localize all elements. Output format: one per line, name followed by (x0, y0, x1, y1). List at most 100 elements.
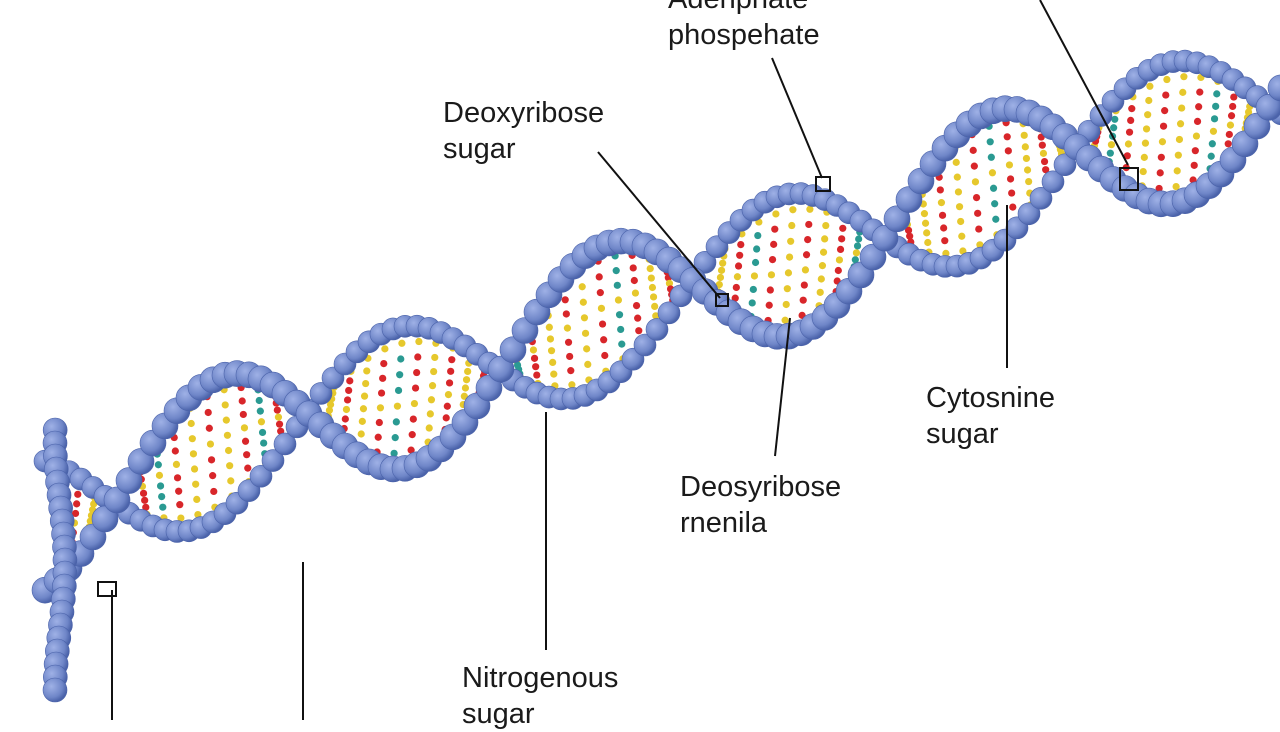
base-pair-segment (1213, 90, 1221, 98)
base-pair-segment (532, 363, 540, 371)
base-pair-segment (567, 367, 575, 375)
base-pair-segment (957, 217, 965, 226)
base-pair-segment (1190, 161, 1198, 169)
base-pair-segment (801, 266, 810, 274)
base-pair-segment (255, 396, 263, 405)
base-pair-segment (379, 374, 387, 382)
base-pair-segment (376, 404, 385, 412)
base-pair-segment (748, 299, 756, 307)
base-pair-segment (363, 367, 371, 375)
base-pair-segment (835, 256, 844, 264)
base-pair-segment (1192, 132, 1201, 140)
base-pair-segment (396, 371, 404, 379)
base-pair-segment (921, 219, 930, 227)
base-pair-segment (397, 355, 405, 363)
backbone-bead (883, 205, 911, 233)
marker-bottom-left-1 (97, 581, 117, 597)
base-pair-segment (767, 271, 776, 279)
base-pair-segment (443, 402, 451, 410)
base-pair-segment (737, 240, 745, 249)
base-pair-segment (716, 273, 725, 282)
base-pair-segment (209, 472, 217, 480)
base-pair-segment (1195, 103, 1203, 111)
base-pair-segment (817, 275, 825, 283)
base-pair-segment (564, 338, 573, 346)
base-pair-segment (415, 337, 423, 346)
base-pair-segment (188, 435, 196, 443)
label-top-cut: Adenphate phospehate (668, 0, 820, 53)
base-pair-segment (360, 392, 369, 400)
backbone-bead (115, 467, 143, 494)
base-pair-segment (273, 406, 281, 414)
base-pair-segment (444, 391, 453, 399)
backbone-bead (499, 336, 527, 363)
base-pair-segment (1226, 121, 1235, 129)
base-pair-segment (651, 302, 659, 310)
base-pair-segment (1006, 175, 1015, 183)
base-pair-segment (377, 389, 386, 397)
base-pair-segment (1139, 167, 1147, 176)
base-pair-segment (768, 256, 777, 264)
base-pair-segment (1140, 153, 1148, 161)
base-pair-segment (426, 410, 434, 418)
base-pair-segment (631, 289, 640, 297)
base-pair-segment (617, 325, 625, 334)
backbone-bead (103, 486, 131, 514)
base-pair-segment (851, 256, 859, 264)
base-pair-segment (206, 440, 215, 448)
base-pair-segment (358, 417, 366, 425)
base-pair-segment (155, 471, 164, 479)
base-pair-segment (461, 384, 470, 392)
base-pair-segment (787, 237, 795, 245)
base-pair-segment (460, 392, 468, 400)
base-pair-segment (1191, 147, 1199, 155)
base-pair-segment (1146, 82, 1154, 90)
base-pair-segment (530, 354, 539, 362)
base-pair-segment (629, 264, 637, 272)
base-pair-segment (1023, 166, 1032, 174)
base-pair-segment (580, 314, 589, 322)
base-pair-segment (563, 324, 572, 332)
base-pair-segment (839, 224, 847, 232)
base-pair-segment (189, 450, 198, 458)
base-pair-segment (1156, 169, 1164, 177)
base-pair-segment (1178, 104, 1186, 112)
base-pair-segment (1158, 138, 1167, 146)
backbone-bead (273, 432, 297, 456)
base-pair-segment (187, 419, 195, 428)
base-pair-segment (529, 346, 538, 354)
backbone-bead (91, 505, 119, 533)
base-pair-segment (345, 386, 353, 395)
base-pair-segment (362, 379, 370, 388)
base-pair-segment (227, 477, 235, 485)
base-pair-segment (448, 356, 456, 364)
base-pair-segment (413, 368, 421, 377)
base-pair-segment (717, 266, 726, 274)
base-pair-segment (221, 401, 229, 409)
base-pair-segment (274, 413, 283, 421)
base-pair-segment (1176, 120, 1185, 128)
backbone-bead (1053, 153, 1077, 177)
base-pair-segment (986, 138, 994, 146)
base-pair-segment (976, 241, 984, 249)
base-pair-segment (1209, 127, 1218, 135)
base-pair-segment (159, 503, 167, 511)
backbone-bead (633, 333, 657, 357)
base-pair-segment (410, 399, 419, 408)
base-pair-segment (952, 158, 960, 166)
base-pair-segment (772, 210, 780, 218)
base-pair-segment (1125, 128, 1134, 136)
base-pair-segment (1207, 152, 1215, 160)
base-pair-segment (380, 359, 388, 368)
base-pair-segment (204, 408, 212, 417)
label-leader-lines (97, 0, 1139, 720)
base-pair-segment (464, 367, 472, 376)
backbone-bead (871, 224, 899, 252)
base-pair-segment (226, 462, 234, 470)
base-pair-segment (904, 226, 913, 234)
base-pair-segment (1230, 93, 1238, 101)
base-pair-segment (381, 345, 389, 353)
base-pair-segment (970, 162, 978, 170)
base-pair-segment (1039, 149, 1048, 157)
